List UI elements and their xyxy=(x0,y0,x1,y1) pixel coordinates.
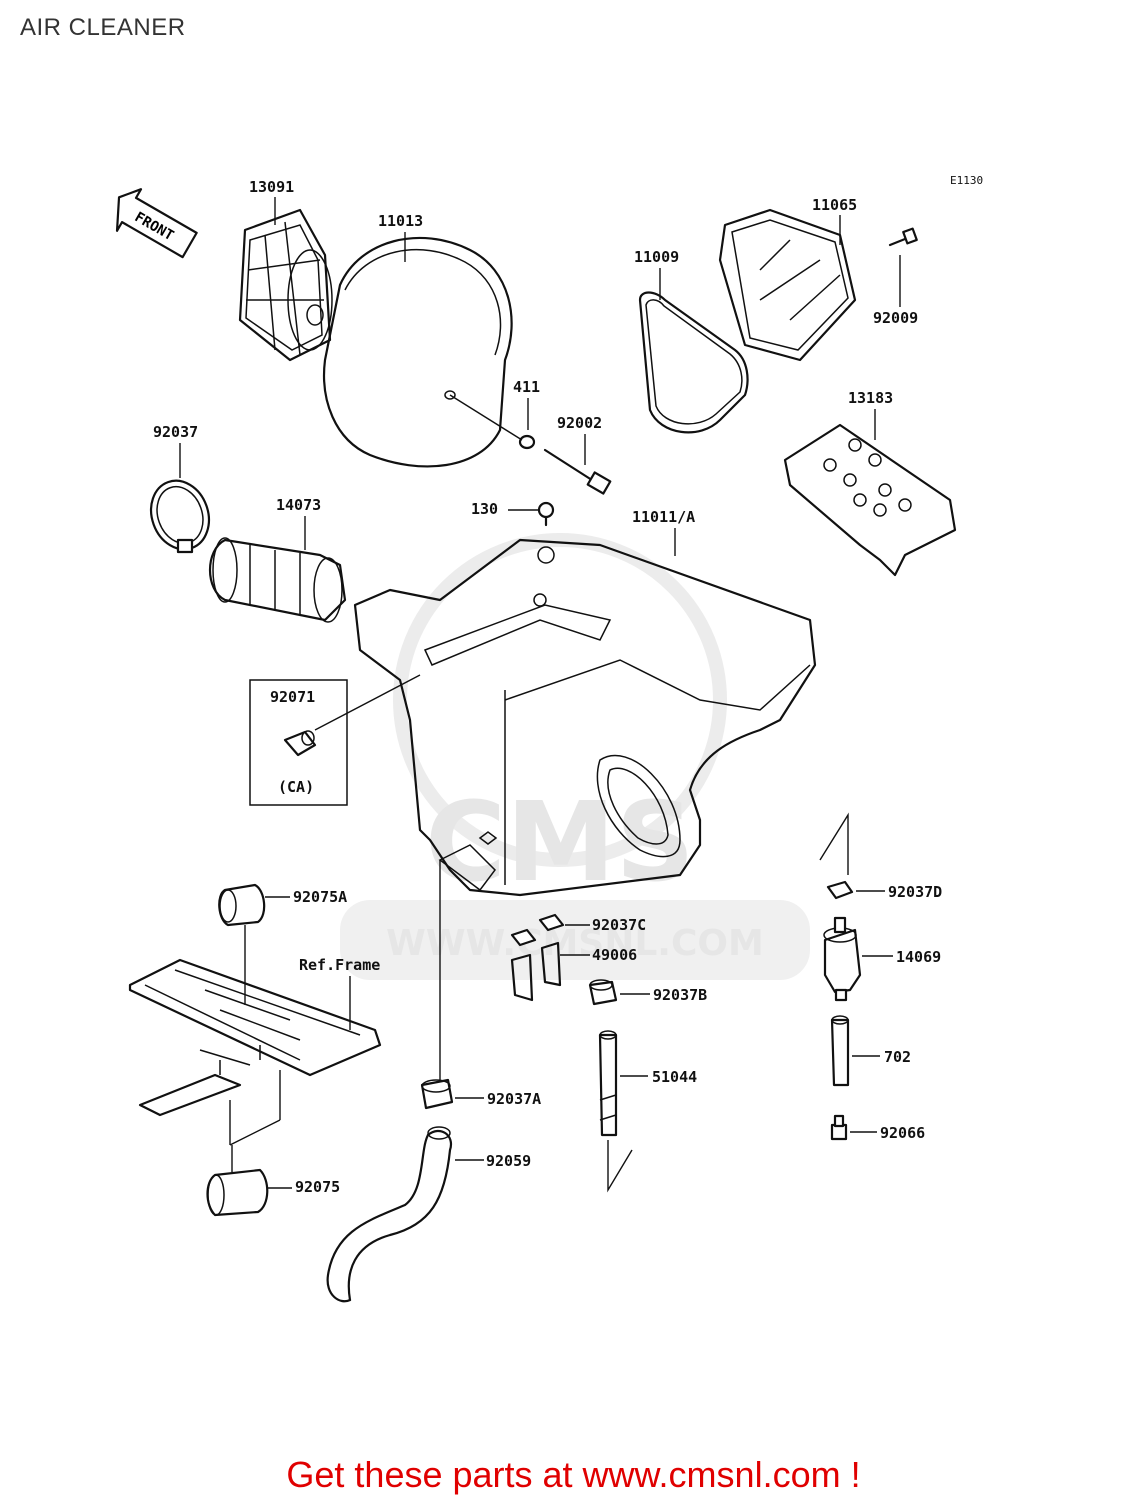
label-92037c: 92037C xyxy=(592,916,646,934)
shop-link[interactable]: Get these parts at www.cmsnl.com ! xyxy=(286,1454,861,1495)
label-92037d: 92037D xyxy=(888,883,942,901)
front-arrow-icon: FRONT xyxy=(115,188,198,259)
label-92037a: 92037A xyxy=(487,1090,541,1108)
label-92075: 92075 xyxy=(295,1178,340,1196)
part-702-pipe xyxy=(830,1015,850,1087)
label-13091: 13091 xyxy=(249,178,294,196)
part-411-washer xyxy=(518,434,536,450)
label-411: 411 xyxy=(513,378,540,396)
label-92059: 92059 xyxy=(486,1152,531,1170)
diagram-code: E1130 xyxy=(950,174,983,187)
part-92037b-clamp xyxy=(588,979,618,1006)
ref-frame-drawing xyxy=(128,958,382,1117)
label-14073: 14073 xyxy=(276,496,321,514)
part-92066-plug xyxy=(830,1114,848,1141)
label-ref-frame: Ref.Frame xyxy=(299,956,380,974)
part-92009-bolt xyxy=(888,227,918,247)
page-title: AIR CLEANER xyxy=(20,14,186,41)
label-92066: 92066 xyxy=(880,1124,925,1142)
part-130-bolt xyxy=(537,501,555,527)
label-49006: 49006 xyxy=(592,946,637,964)
label-51044: 51044 xyxy=(652,1068,697,1086)
part-13183-bracket xyxy=(783,423,957,577)
label-11013: 11013 xyxy=(378,212,423,230)
label-130: 130 xyxy=(471,500,498,518)
part-49006-fittings xyxy=(510,941,562,1002)
label-ca-note: (CA) xyxy=(278,778,314,796)
label-92075a: 92075A xyxy=(293,888,347,906)
part-11009-gasket xyxy=(638,291,749,434)
part-92059-hose xyxy=(326,1126,453,1303)
label-92037b: 92037B xyxy=(653,986,707,1004)
part-92037c-clip xyxy=(510,913,565,947)
part-92002-bolt xyxy=(543,448,612,495)
part-13091-filter-frame xyxy=(238,208,333,362)
label-13183: 13183 xyxy=(848,389,893,407)
part-51044-pipe xyxy=(598,1030,633,1193)
part-92037a-clamp xyxy=(420,1078,454,1110)
part-11013-air-filter xyxy=(323,236,513,468)
label-11009: 11009 xyxy=(634,248,679,266)
label-11065: 11065 xyxy=(812,196,857,214)
watermark: CMS WWW.CMSNL.COM xyxy=(340,533,810,980)
label-92037: 92037 xyxy=(153,423,198,441)
part-11065-cover xyxy=(718,208,857,362)
callout-92071 xyxy=(249,679,348,806)
part-11011a-case xyxy=(353,538,817,897)
part-92075-grommet xyxy=(206,1168,269,1217)
label-702: 702 xyxy=(884,1048,911,1066)
watermark-brand: CMS xyxy=(425,778,694,906)
label-92002: 92002 xyxy=(557,414,602,432)
part-92037-clamp xyxy=(149,479,211,554)
part-92037d-clip xyxy=(819,812,854,900)
label-11011a: 11011/A xyxy=(632,508,695,526)
part-92075a-grommet xyxy=(218,883,266,927)
label-92009: 92009 xyxy=(873,309,918,327)
label-14069: 14069 xyxy=(896,948,941,966)
watermark-url: WWW.CMSNL.COM xyxy=(386,923,764,964)
part-14073-duct xyxy=(208,537,347,623)
part-14069-filter xyxy=(823,916,862,1002)
label-92071: 92071 xyxy=(270,688,315,706)
